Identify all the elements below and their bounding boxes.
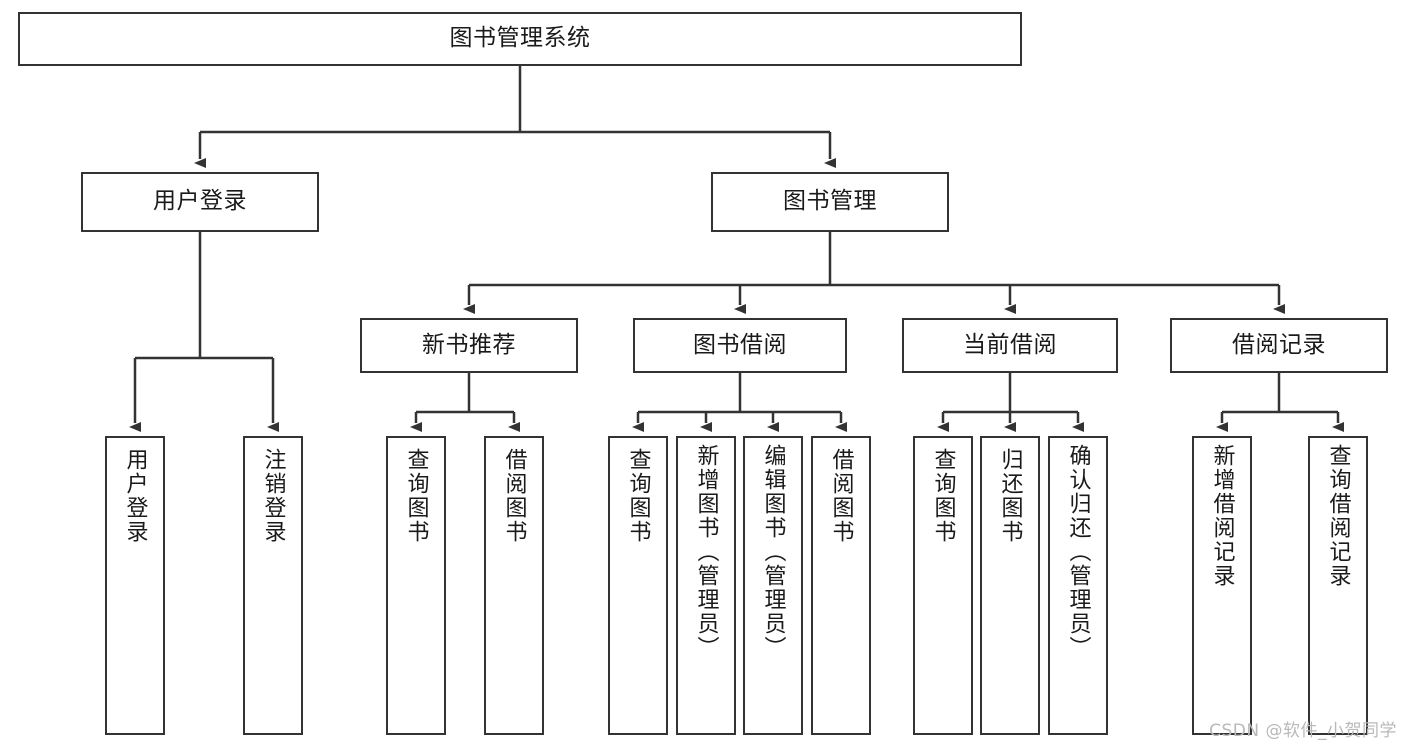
watermark-text: CSDN @软件_小贺同学	[1209, 721, 1397, 741]
node-label: 查询图书	[930, 448, 956, 544]
node-label: 用户登录	[153, 188, 247, 215]
node-leaf-return-book[interactable]: 归还图书	[980, 436, 1040, 735]
node-label: 查询图书	[625, 448, 651, 544]
node-borrow-record[interactable]: 借阅记录	[1170, 318, 1388, 373]
node-label: 图书管理	[783, 188, 877, 215]
node-label: 借阅图书	[501, 448, 527, 544]
node-leaf-logout[interactable]: 注销登录	[243, 436, 303, 735]
node-label: 借阅记录	[1232, 331, 1326, 358]
node-label: 图书管理系统	[449, 25, 591, 52]
node-leaf-borrow-book-2[interactable]: 借阅图书	[811, 436, 871, 735]
node-label: 当前借阅	[963, 331, 1057, 358]
node-book-manage[interactable]: 图书管理	[711, 172, 949, 232]
node-leaf-user-login[interactable]: 用户登录	[105, 436, 165, 735]
node-current-borrow[interactable]: 当前借阅	[902, 318, 1118, 373]
node-leaf-query-book-1[interactable]: 查询图书	[386, 436, 446, 735]
node-label: 新增借阅记录	[1209, 444, 1235, 588]
node-leaf-borrow-book-1[interactable]: 借阅图书	[484, 436, 544, 735]
node-leaf-query-book-3[interactable]: 查询图书	[913, 436, 973, 735]
node-label: 确认归还（管理员）	[1065, 444, 1091, 660]
node-leaf-add-book[interactable]: 新增图书（管理员）	[676, 436, 736, 735]
node-label: 新增图书（管理员）	[693, 444, 719, 660]
node-leaf-query-book-2[interactable]: 查询图书	[608, 436, 668, 735]
node-label: 借阅图书	[828, 448, 854, 544]
node-new-book-rec[interactable]: 新书推荐	[360, 318, 578, 373]
node-label: 归还图书	[997, 448, 1023, 544]
node-leaf-add-record[interactable]: 新增借阅记录	[1192, 436, 1252, 735]
node-book-borrow[interactable]: 图书借阅	[633, 318, 847, 373]
node-user-login[interactable]: 用户登录	[81, 172, 319, 232]
node-leaf-confirm-return[interactable]: 确认归还（管理员）	[1048, 436, 1108, 735]
node-root[interactable]: 图书管理系统	[18, 12, 1022, 66]
node-label: 编辑图书（管理员）	[760, 444, 786, 660]
node-leaf-edit-book[interactable]: 编辑图书（管理员）	[743, 436, 803, 735]
node-label: 新书推荐	[422, 331, 516, 358]
node-label: 用户登录	[122, 448, 148, 544]
node-leaf-query-record[interactable]: 查询借阅记录	[1308, 436, 1368, 735]
node-label: 图书借阅	[693, 331, 787, 358]
node-label: 查询借阅记录	[1325, 444, 1351, 588]
node-label: 查询图书	[403, 448, 429, 544]
node-label: 注销登录	[260, 448, 286, 544]
